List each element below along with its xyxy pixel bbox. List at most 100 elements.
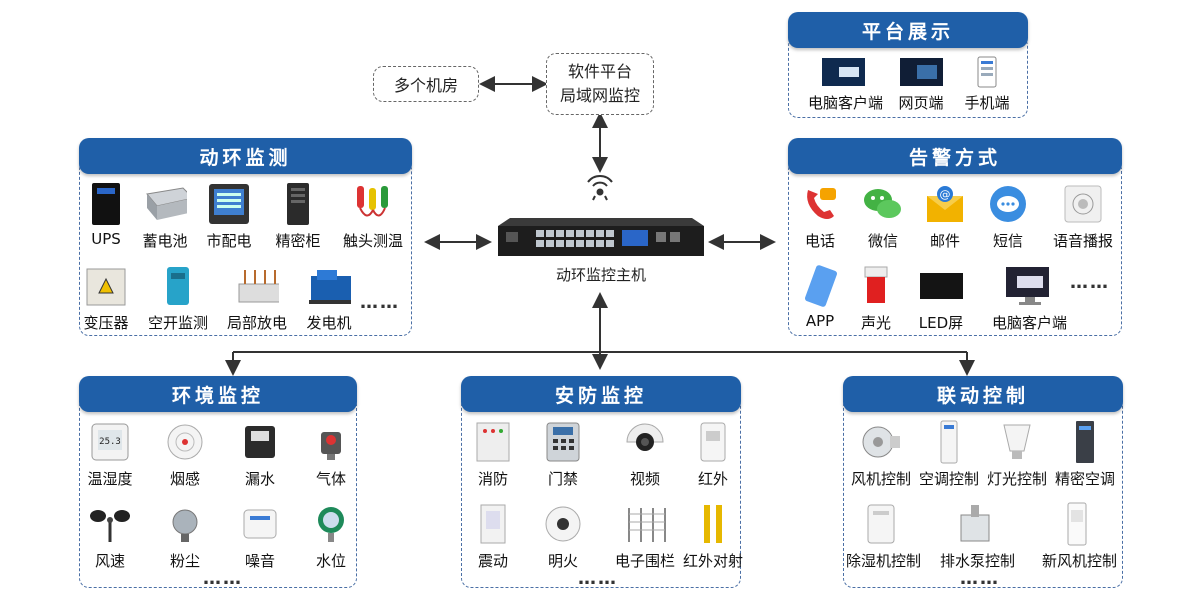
app-icon [805,265,837,307]
env-gas-item: 气体 [296,420,366,489]
ups-icon [92,183,120,225]
env-more-dots: …… [203,568,243,589]
partial-discharge-item: 局部放电 [222,264,292,333]
sms-icon [990,186,1026,222]
fire-panel-icon [476,422,510,462]
power-more-dots: …… [360,292,400,313]
link-ac-item: 空调控制 [914,420,984,489]
pc-client-icon [822,58,865,86]
led-screen-icon [920,273,963,299]
camera-icon [626,423,664,451]
link-dehumidifier-item: 除湿机控制 [846,502,921,571]
precision-ac-icon [1076,421,1094,463]
vibration-sensor-icon [480,504,506,544]
env-water-level-item: 水位 [296,502,366,571]
water-leak-icon [245,426,275,458]
pc-monitor-icon [1006,267,1049,305]
svg-text:@: @ [940,188,951,201]
battery-icon [146,187,187,220]
security-title: 安防监控 [461,376,741,412]
alarm-led-item: LED屏 [906,264,976,333]
sec-beam-item: 红外对射 [678,502,748,571]
smoke-detector-icon [167,424,203,460]
platform-pc-item: 电脑客户端 [808,56,883,113]
contact-temp-item: 触头测温 [338,182,408,251]
sec-vibration-item: 震动 [458,502,528,571]
air-conditioner-icon [940,420,958,464]
power-meter-icon [209,184,249,224]
rooms-label: 多个机房 [393,76,458,95]
infrared-sensor-icon [700,422,726,462]
wechat-icon [864,189,901,218]
link-precision-ac-item: 精密空调 [1050,420,1120,489]
access-control-icon [546,422,580,462]
breaker-icon [167,267,189,305]
siren-icon [864,266,888,303]
voice-broadcast-icon [1064,185,1102,223]
mobile-client-icon [977,56,997,88]
flame-detector-icon [545,506,581,542]
svg-text:25.3: 25.3 [99,437,121,447]
noise-sensor-icon [243,509,277,539]
alarm-sms-item: 短信 [973,182,1043,251]
fresh-air-icon [1067,502,1087,546]
pump-icon [960,505,990,542]
alarm-pc-item: 电脑客户端 [992,264,1067,333]
linkage-more-dots: …… [960,568,1000,589]
sec-flame-item: 明火 [528,502,598,571]
alarm-phone-item: 电话 [785,182,855,251]
environment-title: 环境监控 [79,376,357,412]
alarm-wechat-item: 微信 [848,182,918,251]
multi-room-box: 多个机房 [373,66,479,102]
alarm-more-dots: …… [1070,272,1110,293]
link-pump-item: 排水泵控制 [940,502,1015,571]
generator-icon [309,270,351,304]
env-dust-item: 粉尘 [150,502,220,571]
host-device-icon [498,218,704,256]
software-line2: 局域网监控 [559,86,640,105]
platform-title: 平台展示 [788,12,1028,48]
software-platform-box: 软件平台 局域网监控 [546,53,654,115]
link-light-item: 灯光控制 [982,420,1052,489]
wireless-icon [587,175,613,201]
power-monitoring-title: 动环监测 [79,138,412,174]
env-humidity-item: 25.3 温湿度 [75,420,145,489]
thermo-hygrometer-icon: 25.3 [91,423,129,461]
web-client-icon [900,58,943,86]
software-line1: 软件平台 [567,62,632,81]
transformer-icon [86,268,126,306]
linkage-title: 联动控制 [843,376,1123,412]
anemometer-icon [90,510,130,542]
temp-sensor-icon [357,186,388,217]
precision-cabinet-item: 精密柜 [263,182,333,251]
alarm-app-item: APP [785,264,855,330]
sec-video-item: 视频 [610,420,680,489]
alarm-title: 告警方式 [788,138,1122,174]
battery-item: 蓄电池 [130,182,200,251]
security-more-dots: …… [578,568,618,589]
alarm-siren-item: 声光 [841,264,911,333]
monitoring-host: 动环监控主机 [496,212,706,284]
env-wind-item: 风速 [75,502,145,571]
infrared-beam-icon [704,505,722,543]
generator-item: 发电机 [294,264,364,333]
link-fresh-air-item: 新风机控制 [1042,502,1117,571]
env-noise-item: 噪音 [225,502,295,571]
fan-icon [862,426,900,458]
sec-access-item: 门禁 [528,420,598,489]
link-fan-item: 风机控制 [846,420,916,489]
ups-item: UPS [71,182,141,248]
cabinet-icon [287,183,309,225]
dust-sensor-icon [172,509,198,542]
email-icon: @ [927,186,963,222]
alarm-voice-item: 语音播报 [1048,182,1118,251]
host-label: 动环监控主机 [555,266,646,284]
sec-infrared-item: 红外 [678,420,748,489]
platform-web-item: 网页端 [886,56,956,113]
electric-fence-icon [628,508,666,542]
transformer-item: 变压器 [71,264,141,333]
light-bulb-icon [1003,424,1031,459]
platform-mobile-item: 手机端 [952,56,1022,113]
sec-fire-item: 消防 [458,420,528,489]
